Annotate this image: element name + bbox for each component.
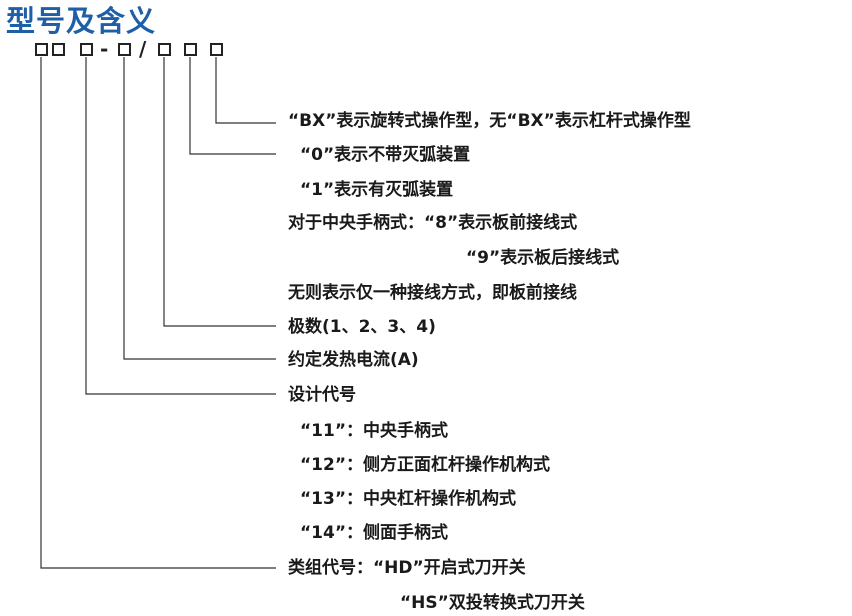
code-box-poles: [158, 43, 171, 56]
desc-poles: 极数(1、2、3、4): [288, 317, 436, 337]
desc-design-13: “13”：中央杠杆操作机构式: [300, 489, 517, 509]
desc-none: 无则表示仅一种接线方式，即板前接线: [288, 283, 577, 303]
code-dash: -: [100, 37, 109, 61]
code-box-class-1: [35, 43, 48, 56]
page-title: 型号及含义: [6, 4, 157, 38]
code-box-bx: [210, 43, 223, 56]
leader-line-class: [40, 57, 276, 569]
desc-design-14: “14”：侧面手柄式: [300, 523, 449, 543]
desc-design-11: “11”：中央手柄式: [300, 421, 449, 441]
desc-design-12: “12”：侧方正面杠杆操作机构式: [300, 455, 551, 475]
leader-line-bx: [215, 57, 276, 124]
desc-class-hs: “HS”双投转换式刀开关: [400, 593, 585, 613]
leader-line-arc: [189, 57, 276, 155]
code-slash: /: [139, 37, 147, 61]
leader-line-design: [85, 57, 276, 395]
desc-class-hd: 类组代号：“HD”开启式刀开关: [288, 558, 526, 578]
desc-bx: “BX”表示旋转式操作型，无“BX”表示杠杆式操作型: [288, 111, 691, 131]
code-box-arc: [184, 43, 197, 56]
desc-central-9: “9”表示板后接线式: [466, 248, 620, 268]
desc-arc-0: “0”表示不带灭弧装置: [300, 145, 471, 165]
leader-line-poles: [163, 57, 276, 327]
desc-current: 约定发热电流(A): [288, 350, 419, 370]
code-box-current: [118, 43, 131, 56]
code-box-class-2: [52, 43, 65, 56]
code-box-design: [80, 43, 93, 56]
desc-design-code: 设计代号: [288, 385, 356, 405]
desc-arc-1: “1”表示有灭弧装置: [300, 180, 454, 200]
leader-line-current: [123, 57, 276, 360]
desc-central-8: 对于中央手柄式：“8”表示板前接线式: [288, 213, 578, 233]
